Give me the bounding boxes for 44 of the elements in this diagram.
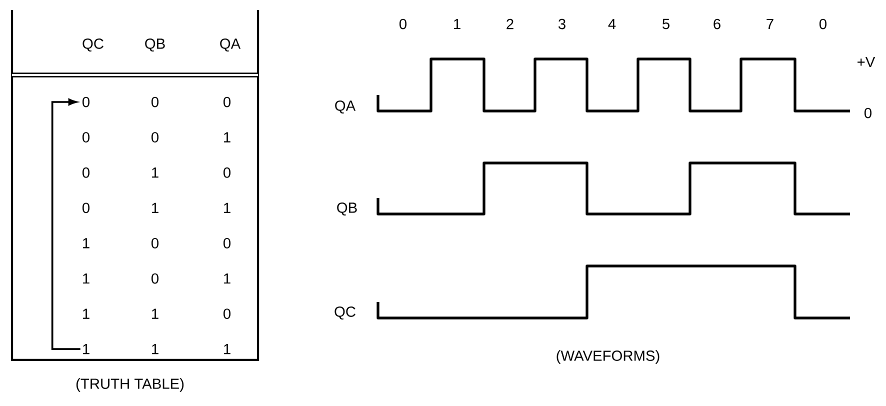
table-cell: 0: [224, 96, 230, 108]
level-label: +V: [858, 56, 876, 68]
state-number: 2: [506, 18, 514, 30]
table-cell: 0: [152, 238, 158, 248]
table-cell: 1: [152, 202, 158, 213]
signal-name: QB: [337, 202, 357, 216]
table-cell: 1: [83, 344, 90, 354]
table-cell: 0: [82, 167, 90, 178]
signal-name: QC: [334, 306, 356, 320]
signal-name: QA: [335, 100, 356, 114]
table-cell: 0: [224, 167, 230, 178]
table-cell: 0: [152, 132, 158, 142]
state-number: 4: [608, 18, 616, 30]
column-header: QA: [220, 38, 241, 52]
state-number: 0: [400, 18, 406, 30]
table-cell: 0: [224, 238, 230, 248]
column-header: QB: [145, 38, 165, 52]
table-cell: 1: [224, 132, 230, 142]
table-cell: 0: [82, 202, 90, 214]
table-cell: 0: [82, 132, 90, 142]
state-number: 7: [766, 18, 774, 30]
table-cell: 1: [224, 344, 230, 354]
table-cell: 0: [152, 96, 158, 108]
loop-arrow: [51, 98, 80, 350]
caption: (WAVEFORMS): [556, 350, 660, 364]
table-cell: 1: [224, 273, 230, 284]
state-number: 3: [558, 18, 566, 30]
table-cell: 1: [83, 238, 90, 248]
table-cell: 1: [152, 308, 158, 319]
table-cell: 1: [83, 308, 90, 319]
table-cell: 0: [224, 308, 230, 319]
table-cell: 1: [224, 202, 230, 213]
table-cell: 0: [82, 96, 90, 108]
level-label: 0: [864, 108, 872, 118]
table-cell: 1: [83, 273, 90, 284]
table-cell: 1: [152, 168, 158, 178]
column-header: QC: [82, 38, 104, 52]
state-number: 0: [819, 18, 826, 30]
state-number: 6: [714, 18, 720, 30]
state-number: 5: [662, 18, 670, 30]
table-cell: 0: [152, 273, 158, 284]
table-cell: 1: [152, 344, 158, 354]
state-number: 1: [454, 18, 460, 30]
caption: (TRUTH TABLE): [76, 378, 184, 392]
